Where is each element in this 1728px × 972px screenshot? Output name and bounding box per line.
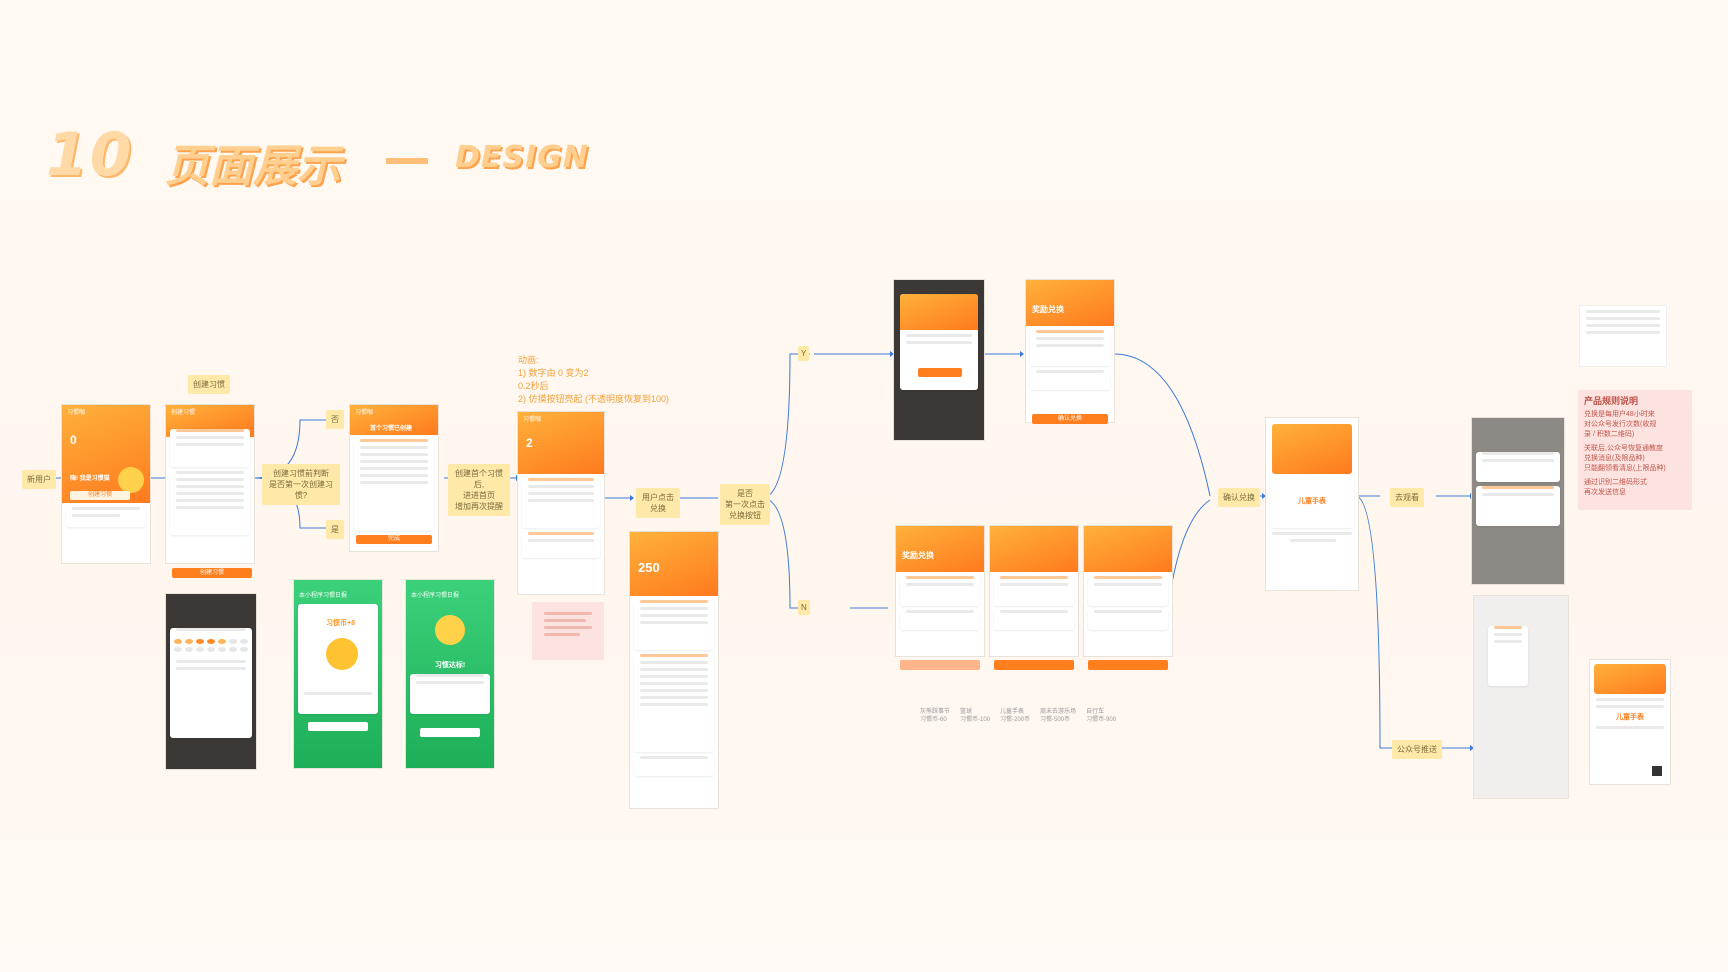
habit-count: 2: [526, 436, 533, 450]
prize-item: 儿童手表习惯-200币: [1000, 709, 1031, 723]
animation-line-3: 2) 仿摸按钮亮起 (不透明度恢复到100): [518, 394, 670, 404]
screen-home-coins: 250: [630, 532, 718, 808]
habit-count: 0: [70, 433, 77, 447]
rules-text-8: 再次发送信息: [1584, 489, 1626, 496]
reward-title: 奖励兑换: [902, 551, 934, 560]
screen-title: 习惯咖: [67, 409, 86, 416]
product-rules: 产品规则说明 兑换是每用户48小时来 对公众号发行次数(收规 录 / 积数二维码…: [1578, 390, 1692, 510]
created-header: 首个习惯已创建: [370, 426, 413, 432]
exchange-button-disabled[interactable]: [900, 660, 980, 670]
screen-title: 本小程序习惯日报: [299, 592, 348, 599]
reward-title: 奖励兑换: [1032, 305, 1064, 314]
share-button[interactable]: [420, 728, 480, 737]
note-confirm: 确认兑换: [1218, 488, 1260, 507]
rules-text-6: 只能翻领看清息(上限品种): [1584, 465, 1666, 472]
screen-habit-done: 本小程序习惯日报 习惯达标!: [406, 580, 494, 768]
confirm-button[interactable]: [308, 722, 368, 731]
section-subtitle: DESIGN: [455, 140, 589, 175]
confirm-exchange-button[interactable]: 确认兑换: [1032, 414, 1108, 424]
gift-name: 儿童手表: [1298, 498, 1326, 505]
animation-note: 动画: 1) 数字由 0 变为2 0.2秒后 2) 仿摸按钮亮起 (不透明度恢复…: [518, 354, 669, 406]
reward-text: 习惯币+8: [326, 620, 355, 627]
rules-text-4: 关联后,公众号恢复通教度: [1584, 445, 1663, 452]
screen-reward-top: 奖励兑换: [1026, 280, 1114, 422]
coin-icon: [326, 638, 358, 670]
exchange-button-2[interactable]: [994, 660, 1074, 670]
coin-count: 250: [638, 560, 660, 575]
rules-text-1: 兑换是每用户48小时来: [1584, 411, 1655, 418]
screen-confirm: 儿童手表: [1266, 418, 1358, 590]
screen-home-count: 习惯咖 2: [518, 412, 604, 594]
screen-public-account: [1474, 596, 1568, 798]
rules-text-2: 对公众号发行次数(收规: [1584, 421, 1657, 428]
qrcode-icon: [1652, 766, 1662, 776]
prize-item: 自行车习惯币-900: [1086, 709, 1117, 723]
note-branch-n: N: [798, 600, 810, 615]
screen-title: 本小程序习惯日报: [411, 592, 460, 599]
rules-text-7: 通过识别二维码形式: [1584, 479, 1647, 486]
note-branch-no: 否: [326, 410, 344, 429]
screen-title: 习惯咖: [355, 409, 374, 416]
note-create-habit: 创建习惯: [188, 375, 230, 394]
note-first-click: 是否 第一次点击 兑换按钮: [720, 484, 770, 525]
push-card: 儿童手表: [1590, 660, 1670, 784]
section-title: 页面展示: [165, 141, 341, 192]
tip-card: [532, 602, 604, 660]
note-user-click: 用户点击 兑换: [636, 488, 680, 518]
screen-home-new: 习惯咖 0 嗨! 我是习惯猫 创建习惯: [62, 405, 150, 563]
exchange-button-3[interactable]: [1088, 660, 1168, 670]
push-gift-name: 儿童手表: [1616, 714, 1644, 721]
rules-text-5: 兑换消息(及限品种): [1584, 455, 1645, 462]
create-habit-button[interactable]: 创建习惯: [70, 491, 130, 500]
badge-icon: [435, 615, 465, 645]
modal-button[interactable]: [918, 368, 962, 377]
prize-item: 篮球习惯币-100: [960, 709, 991, 723]
screen-title: 习惯咖: [523, 416, 542, 423]
note-branch-yes: 是: [326, 520, 344, 539]
screen-create-habit: 创建习惯: [166, 405, 254, 563]
screen-reward-2: [990, 526, 1078, 656]
animation-line-2: 0.2秒后: [518, 381, 549, 391]
rules-title: 产品规则说明: [1584, 396, 1639, 406]
screen-reward-3: [1084, 526, 1172, 656]
screen-daily-report: 本小程序习惯日报 习惯币+8: [294, 580, 382, 768]
screen-calendar: [166, 594, 256, 769]
prize-item: 周末去游乐场习惯-500币: [1040, 709, 1077, 723]
prize-list: 灰熊踩事节习惯币-60 篮球习惯币-100 儿童手表习惯-200币 周末去游乐场…: [920, 708, 1116, 724]
welcome-text: 嗨! 我是习惯猫: [70, 476, 110, 482]
note-new-user: 新用户: [22, 470, 56, 489]
note-after-create: 创建首个习惯后, 进进首页 增加再次提醒: [448, 464, 510, 516]
note-watch: 去观看: [1390, 488, 1424, 507]
screen-reward-modal: [894, 280, 984, 440]
prize-item: 灰熊踩事节习惯币-60: [920, 709, 951, 723]
animation-title: 动画:: [518, 355, 539, 365]
rules-text-3: 录 / 积数二维码): [1584, 431, 1635, 438]
note-first-check: 创建习惯前判断 是否第一次创建习惯?: [262, 464, 340, 505]
note-branch-y: Y: [798, 346, 810, 361]
info-card: [1580, 306, 1666, 366]
section-number: 10: [46, 120, 134, 190]
screen-first-created: 习惯咖 首个习惯已创建 完成: [350, 405, 438, 551]
title-divider: [386, 158, 428, 164]
note-public-push: 公众号推送: [1392, 740, 1442, 759]
done-text: 习惯达标!: [434, 662, 466, 669]
screen-reward-1: 奖励兑换: [896, 526, 984, 656]
animation-line-1: 1) 数字由 0 变为2: [518, 368, 589, 378]
screen-watch: [1472, 418, 1564, 584]
cat-mascot: [118, 467, 144, 493]
finish-button[interactable]: 完成: [356, 535, 432, 544]
create-habit-submit[interactable]: 创建习惯: [172, 568, 252, 578]
screen-title: 创建习惯: [171, 409, 196, 416]
